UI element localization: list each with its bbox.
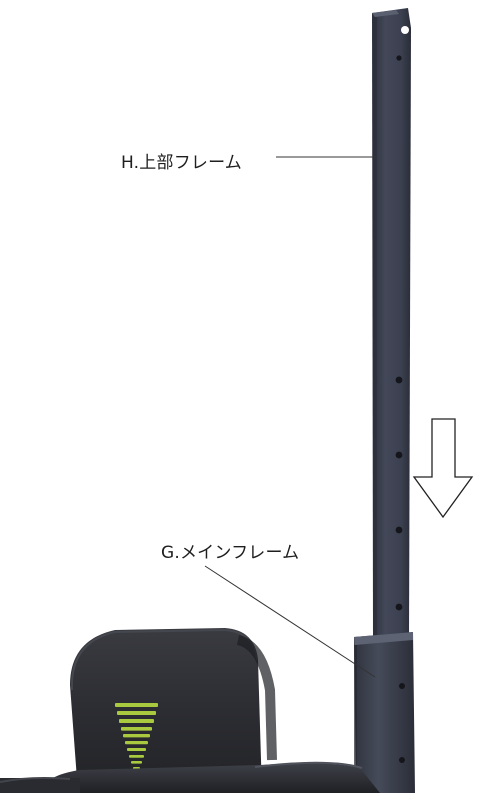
- main-frame-label: G.メインフレーム: [161, 543, 300, 563]
- down-arrow-icon: [412, 418, 474, 519]
- upper-frame: [372, 8, 411, 640]
- bolt-hole: [395, 376, 403, 384]
- bolt-hole: [395, 526, 403, 534]
- bolt-hole: [395, 451, 403, 459]
- bolt-hole: [399, 757, 405, 763]
- main-frame-leader-line: [204, 565, 376, 678]
- main-frame: [354, 632, 415, 793]
- bolt-hole: [395, 603, 403, 611]
- bolt-hole: [399, 683, 405, 689]
- bolt-hole: [396, 55, 402, 61]
- seat-base: [0, 761, 380, 793]
- bolt-hole: [401, 26, 409, 34]
- seat-backrest: [70, 628, 277, 793]
- seat-indicator-stripes: [115, 703, 158, 770]
- upper-frame-label: H.上部フレーム: [121, 153, 242, 173]
